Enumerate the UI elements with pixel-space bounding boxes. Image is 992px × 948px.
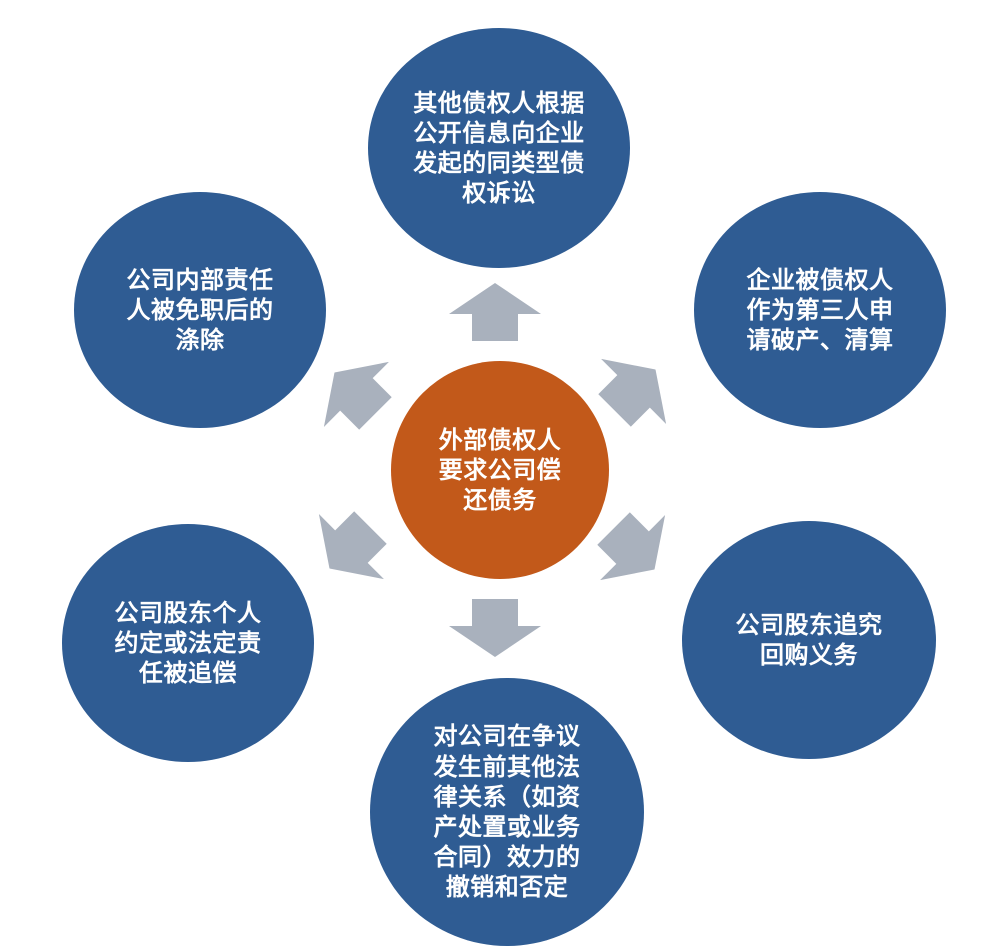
node-top-right-label: 企业被债权人 作为第三人申 请破产、清算: [746, 265, 894, 355]
node-center-label: 外部债权人 要求公司偿 还债务: [438, 425, 562, 515]
node-bottom-label: 对公司在争议 发生前其他法 律关系（如资 产处置或业务 合同）效力的 撤销和否定: [433, 722, 581, 902]
node-top: 其他债权人根据 公开信息向企业 发起的同类型债 权诉讼: [368, 28, 630, 268]
node-bottom: 对公司在争议 发生前其他法 律关系（如资 产处置或业务 合同）效力的 撤销和否定: [370, 678, 644, 946]
arrow-up-right-icon: [598, 358, 667, 427]
node-bottom-left-label: 公司股东个人 约定或法定责 任被追偿: [114, 598, 262, 688]
node-top-left: 公司内部责任 人被免职后的 涤除: [74, 192, 326, 428]
arrow-up-icon: [449, 283, 541, 341]
node-right: 公司股东追究 回购义务: [682, 521, 936, 759]
arrow-down-right-icon: [597, 512, 666, 581]
node-top-left-label: 公司内部责任 人被免职后的 涤除: [126, 265, 274, 355]
node-center: 外部债权人 要求公司偿 还债务: [391, 361, 609, 579]
node-right-label: 公司股东追究 回购义务: [735, 610, 883, 669]
node-bottom-left: 公司股东个人 约定或法定责 任被追偿: [62, 524, 314, 762]
arrow-up-left-icon: [323, 361, 392, 430]
arrow-down-left-icon: [318, 511, 387, 580]
node-top-right: 企业被债权人 作为第三人申 请破产、清算: [694, 192, 946, 428]
arrow-down-icon: [449, 599, 541, 657]
node-top-label: 其他债权人根据 公开信息向企业 发起的同类型债 权诉讼: [413, 88, 585, 208]
